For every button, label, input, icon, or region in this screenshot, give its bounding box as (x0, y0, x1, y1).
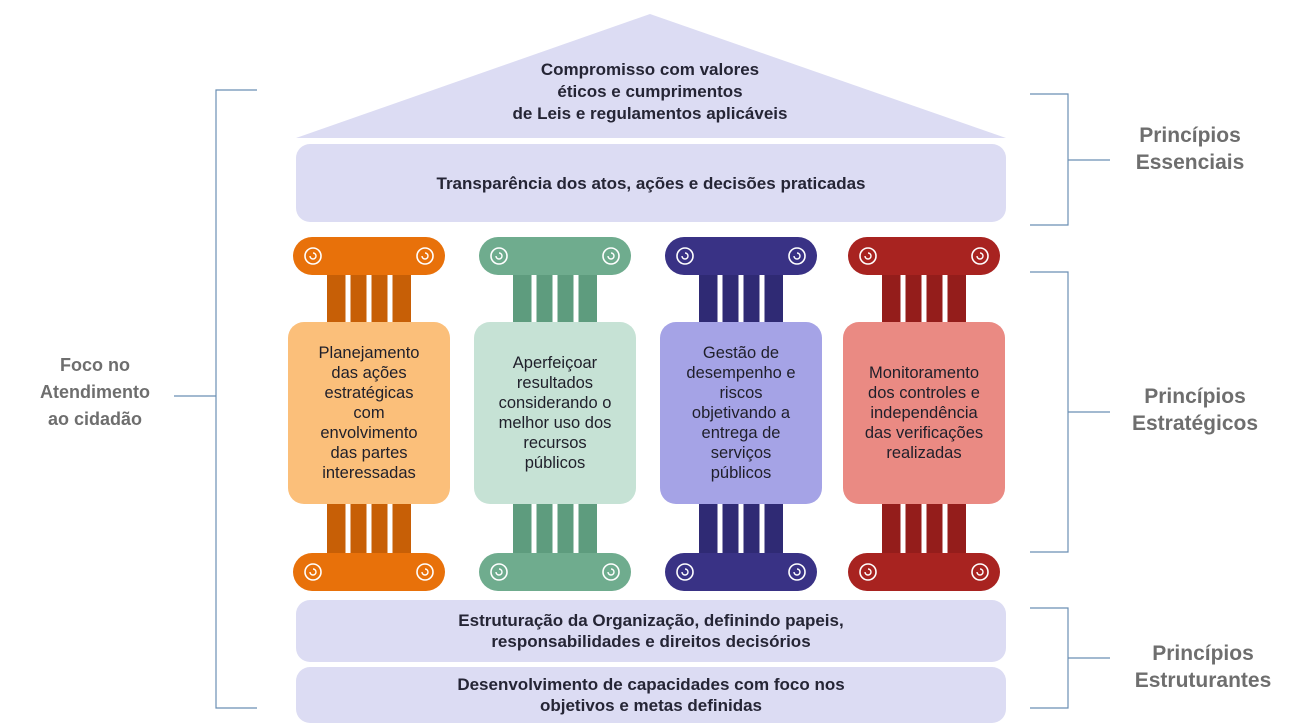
volute-icon (971, 563, 989, 581)
top-bar: Transparência dos atos, ações e decisões… (296, 144, 1006, 222)
column-text-line: entrega de (701, 424, 781, 442)
right-label-estrategicos: Princípios Estratégicos (1110, 383, 1280, 437)
volute-icon (971, 247, 989, 265)
column-text-line: independência (870, 404, 978, 422)
right-label-line: Princípios (1152, 642, 1254, 665)
right-bracket-estruturantes (1030, 607, 1110, 709)
roof-line: de Leis e regulamentos aplicáveis (512, 104, 788, 123)
column-shaft-bottom-monitoramento (882, 502, 966, 554)
column-text-line: com (353, 404, 385, 422)
volute-icon (416, 563, 434, 581)
right-label-essenciais: Princípios Essenciais (1110, 122, 1270, 176)
column-text-line: melhor uso dos (498, 414, 612, 432)
column-text-line: serviços (710, 444, 772, 462)
column-text-line: objetivando a (691, 404, 791, 422)
volute-icon (676, 247, 694, 265)
volute-icon (602, 563, 620, 581)
right-bracket-essenciais (1030, 93, 1110, 226)
column-text-line: interessadas (322, 464, 416, 482)
column-text-line: das partes (330, 444, 408, 462)
column-text-line: Monitoramento (868, 364, 980, 382)
roof-line: éticos e cumprimentos (557, 82, 743, 101)
roof-text: Compromisso com valores éticos e cumprim… (380, 59, 920, 125)
volute-icon (304, 247, 322, 265)
column-text-line: resultados (516, 374, 594, 392)
right-label-line: Estruturantes (1134, 669, 1272, 692)
left-label-line: Atendimento (40, 382, 150, 402)
column-body-monitoramento: Monitoramento dos controles e independên… (843, 322, 1005, 504)
column-text-line: riscos (719, 384, 763, 402)
top-bar-text: Transparência dos atos, ações e decisões… (436, 173, 866, 193)
bottom-bar-line: responsabilidades e direitos decisórios (491, 632, 811, 651)
left-label-line: Foco no (60, 355, 130, 375)
bottom-bar-estruturacao: Estruturação da Organização, definindo p… (296, 600, 1006, 662)
column-capital-bottom-monitoramento (848, 553, 1000, 591)
column-capital-top-aperfeicoar (479, 237, 631, 275)
left-label-line: ao cidadão (47, 409, 143, 429)
column-text-line: considerando o (498, 394, 612, 412)
column-text-line: das verificações (864, 424, 984, 442)
column-capital-bottom-gestao (665, 553, 817, 591)
column-text-line: recursos (523, 434, 587, 452)
column-body-planejamento: Planejamento das ações estratégicas com … (288, 322, 450, 504)
bottom-bar-line: objetivos e metas definidas (539, 696, 762, 715)
column-shaft-bottom-aperfeicoar (513, 502, 597, 554)
column-shaft-bottom-planejamento (327, 502, 411, 554)
column-capital-bottom-planejamento (293, 553, 445, 591)
left-label-foco: Foco no Atendimento ao cidadão (20, 352, 170, 433)
column-capital-bottom-aperfeicoar (479, 553, 631, 591)
column-shaft-top-monitoramento (882, 275, 966, 325)
roof-line: Compromisso com valores (540, 60, 760, 79)
column-capital-top-gestao (665, 237, 817, 275)
volute-icon (490, 247, 508, 265)
roof-shape (296, 14, 1006, 138)
column-text-line: Aperfeiçoar (512, 354, 598, 372)
bottom-bar-desenvolvimento: Desenvolvimento de capacidades com foco … (296, 667, 1006, 723)
column-shaft-bottom-gestao (699, 502, 783, 554)
column-text-line: dos controles e (868, 384, 980, 402)
column-text-line: públicos (710, 464, 772, 482)
volute-icon (490, 563, 508, 581)
column-text-line: Planejamento (318, 344, 420, 362)
volute-icon (859, 563, 877, 581)
column-text-line: públicos (524, 454, 586, 472)
column-capital-top-planejamento (293, 237, 445, 275)
volute-icon (859, 247, 877, 265)
volute-icon (676, 563, 694, 581)
right-label-line: Estratégicos (1131, 412, 1259, 435)
right-label-line: Princípios (1144, 385, 1246, 408)
right-label-line: Princípios (1139, 124, 1241, 147)
column-shaft-top-planejamento (327, 275, 411, 325)
right-label-estruturantes: Princípios Estruturantes (1108, 640, 1298, 694)
column-body-gestao: Gestão de desempenho e riscos objetivand… (660, 322, 822, 504)
right-bracket-estrategicos (1030, 271, 1110, 553)
column-text-line: das ações (331, 364, 407, 382)
column-text-line: desempenho e (686, 364, 796, 382)
bottom-bar-line: Desenvolvimento de capacidades com foco … (457, 675, 845, 694)
left-bracket (174, 89, 257, 709)
volute-icon (602, 247, 620, 265)
column-shaft-top-aperfeicoar (513, 275, 597, 325)
column-text-line: realizadas (886, 444, 962, 462)
bottom-bar-line: Estruturação da Organização, definindo p… (458, 611, 844, 630)
column-shaft-top-gestao (699, 275, 783, 325)
column-text-line: Gestão de (702, 344, 780, 362)
column-text-line: envolvimento (320, 424, 418, 442)
right-label-line: Essenciais (1135, 151, 1245, 174)
column-text-line: estratégicas (324, 384, 414, 402)
volute-icon (416, 247, 434, 265)
column-capital-top-monitoramento (848, 237, 1000, 275)
column-body-aperfeicoar: Aperfeiçoar resultados considerando o me… (474, 322, 636, 504)
volute-icon (304, 563, 322, 581)
volute-icon (788, 563, 806, 581)
volute-icon (788, 247, 806, 265)
